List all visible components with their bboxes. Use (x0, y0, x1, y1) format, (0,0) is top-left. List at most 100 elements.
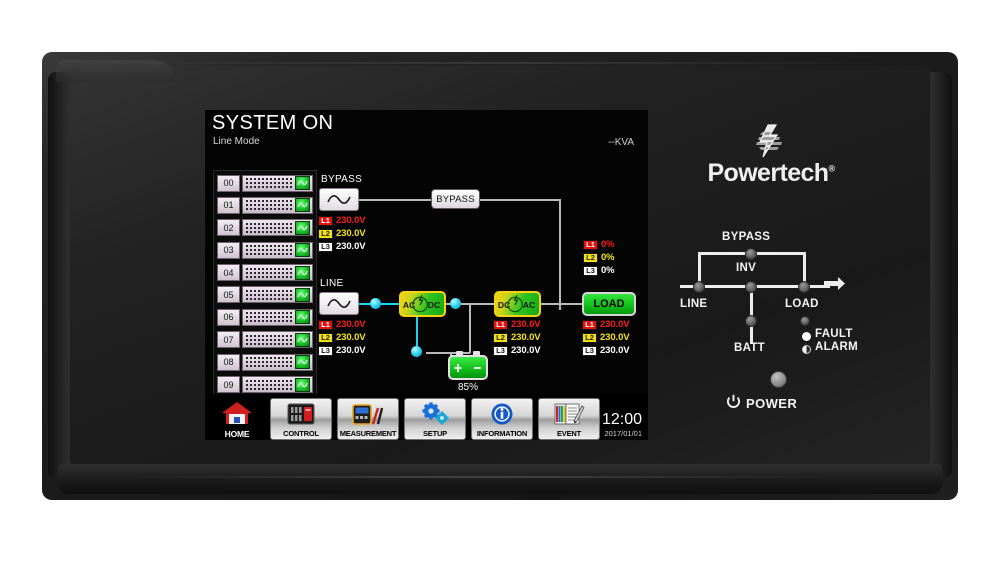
phase-tag-l2: L2 (493, 332, 508, 343)
list-item[interactable]: 06 (217, 307, 313, 327)
list-item[interactable]: 08 (217, 352, 313, 372)
phase-value: 230.0V (600, 319, 630, 330)
house-icon (209, 400, 265, 426)
wire-rectifier-down (416, 317, 418, 351)
bypass-source-icon (319, 188, 359, 211)
phase-value: 230.0V (511, 345, 541, 356)
tab-control[interactable]: CONTROL (270, 398, 332, 440)
phase-value: 230.0V (336, 345, 366, 356)
list-item[interactable]: 09 (217, 375, 313, 395)
power-label-row: POWER (726, 394, 846, 412)
phase-tag-l1: L1 (318, 215, 333, 226)
wire-bypass-left (359, 199, 431, 201)
clock: 12:00 2017/01/01 (602, 412, 648, 440)
list-item[interactable]: 05 (217, 285, 313, 305)
led-load (798, 281, 810, 293)
list-item[interactable]: 01 (217, 195, 313, 215)
logbook-pen-icon (539, 401, 599, 427)
phase-tag-l1: L1 (583, 239, 598, 250)
wire-battery-branch (426, 352, 470, 354)
phase-value: 230.0V (511, 319, 541, 330)
tab-label: INFORMATION (476, 429, 528, 438)
sine-wave-ok-icon (295, 287, 310, 302)
module-grille (245, 244, 294, 257)
phase-tag-l3: L3 (493, 345, 508, 356)
ac-to-dc-converter-icon: AC DC (399, 291, 446, 317)
phase-row: L1 230.0V (318, 214, 366, 227)
led-bypass (745, 248, 757, 260)
lcd-toolbar[interactable]: HOME CONTROL (205, 394, 648, 440)
phase-row: L2 230.0V (318, 227, 366, 240)
phase-value: 0% (601, 252, 615, 263)
chassis-bevel (56, 60, 176, 82)
tab-information[interactable]: INFORMATION (471, 398, 533, 440)
battery-terminal-plus (456, 351, 463, 355)
info-circle-icon (472, 401, 532, 427)
bypass-section-label: BYPASS (321, 174, 363, 185)
flow-node-dc-bus (450, 298, 461, 309)
svg-text:AC: AC (403, 300, 415, 310)
module-id: 03 (217, 241, 240, 259)
list-item[interactable]: 02 (217, 218, 313, 238)
phase-tag-l3: L3 (582, 345, 597, 356)
load-voltage-group: L1 230.0V L2 230.0V L3 230.0V (582, 318, 630, 357)
tab-home[interactable]: HOME (209, 398, 265, 440)
trace-bypass-left-riser (698, 252, 701, 286)
module-body (242, 241, 313, 259)
phase-value: 230.0V (336, 241, 366, 252)
phase-tag-l3: L3 (583, 265, 598, 276)
phase-row: L3 230.0V (493, 344, 541, 357)
module-body (242, 196, 313, 214)
operating-mode-text: Line Mode (213, 136, 260, 147)
sine-wave-ok-icon (295, 332, 310, 347)
module-grille (245, 356, 294, 369)
list-item[interactable]: 04 (217, 263, 313, 283)
single-line-diagram: BYPASS BYPASS L1 230.0V L2 230.0V L3 230… (205, 110, 648, 440)
sine-wave-ok-icon (295, 176, 310, 190)
tab-event[interactable]: EVENT (538, 398, 600, 440)
gears-icon (405, 401, 465, 427)
capacity-readout: --KVA (608, 137, 634, 148)
module-id: 00 (217, 174, 240, 192)
phase-tag-l1: L1 (493, 319, 508, 330)
led-status-diagram: BYPASS INV LINE LOAD BATT FAULT ALARM (672, 228, 858, 360)
brand-name: Powertech (707, 159, 829, 187)
phase-tag-l2: L2 (583, 252, 598, 263)
phase-tag-l2: L2 (318, 228, 333, 239)
power-label: POWER (746, 395, 798, 411)
module-rack-list[interactable]: 00 01 02 (213, 170, 317, 396)
phase-value: 230.0V (336, 319, 366, 330)
tab-setup[interactable]: SETUP (404, 398, 466, 440)
lcd-touchscreen[interactable]: SYSTEM ON Line Mode --KVA 00 01 02 (205, 110, 648, 440)
tab-measurement[interactable]: MEASUREMENT (337, 398, 399, 440)
phase-value: 230.0V (600, 345, 630, 356)
brand-wordmark: Powertech® (707, 159, 835, 188)
bypass-voltage-group: L1 230.0V L2 230.0V L3 230.0V (318, 214, 366, 253)
tab-label: CONTROL (283, 429, 319, 438)
led-line (693, 281, 705, 293)
line-source-icon (319, 292, 359, 315)
alarm-indicator-glyph (802, 345, 811, 354)
list-item[interactable]: 07 (217, 330, 313, 350)
phase-row: L1 230.0V (493, 318, 541, 331)
phase-value: 230.0V (336, 215, 366, 226)
module-body (242, 174, 313, 192)
led-label-inv: INV (736, 262, 757, 274)
trace-output-arrow-icon (824, 277, 845, 290)
module-body (242, 331, 313, 349)
module-grille (245, 266, 294, 279)
tab-label: EVENT (556, 429, 581, 438)
list-item[interactable]: 00 (217, 173, 313, 193)
power-button[interactable] (770, 371, 787, 388)
phase-value: 230.0V (336, 332, 366, 343)
module-grille (245, 333, 294, 346)
module-body (242, 353, 313, 371)
module-id: 05 (217, 286, 240, 304)
battery-terminal-minus (473, 351, 480, 355)
phase-tag-l2: L2 (318, 332, 333, 343)
module-id: 08 (217, 353, 240, 371)
list-item[interactable]: 03 (217, 240, 313, 260)
svg-text:AC: AC (523, 300, 535, 310)
sine-wave-ok-icon (295, 265, 310, 280)
module-body (242, 219, 313, 237)
